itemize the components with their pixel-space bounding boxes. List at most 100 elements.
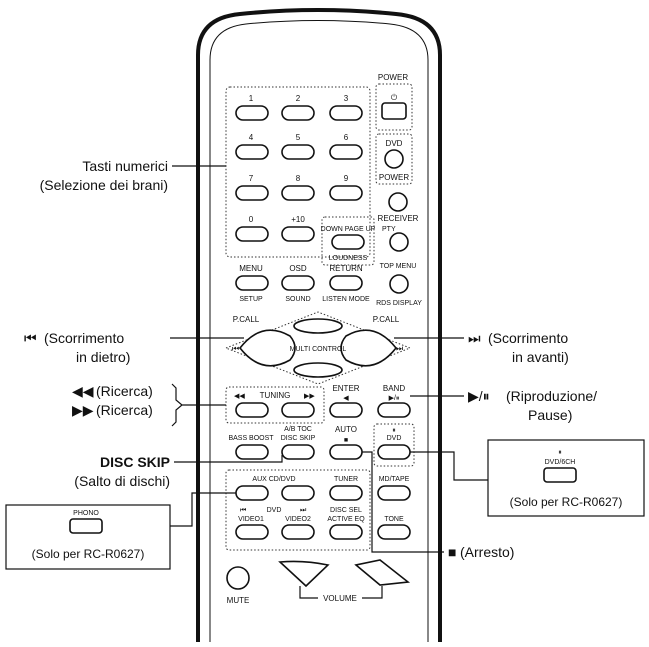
- aux-button[interactable]: [235, 485, 269, 501]
- dvd-power-bottom-label: POWER: [379, 173, 409, 182]
- pcall-left-arrows-icon: ⏮: [232, 344, 239, 353]
- dvd-transport-label: DVD: [267, 507, 282, 514]
- down-page-up-label: DOWN PAGE UP: [321, 226, 376, 233]
- callout-play-pause: (Riproduzione/: [506, 388, 597, 404]
- callout-skip-fwd: (Scorrimento: [488, 330, 568, 346]
- multi-control-down[interactable]: [293, 362, 343, 378]
- volume-down-button[interactable]: [278, 560, 330, 588]
- return-button[interactable]: [329, 275, 363, 291]
- pcall-right-arrows-icon: ⏭: [396, 344, 403, 353]
- bass-boost-button[interactable]: [235, 444, 269, 460]
- callout-play-pause-sub: Pause): [528, 407, 572, 423]
- stop-button[interactable]: [329, 444, 363, 460]
- key-2[interactable]: [281, 105, 315, 121]
- volume-up-button[interactable]: [354, 559, 411, 586]
- key-1[interactable]: [235, 105, 269, 121]
- callout-numeric-keys: Tasti numerici: [82, 158, 168, 174]
- loudness-label: LOUDNESS: [329, 255, 368, 262]
- key-plus10[interactable]: [281, 226, 315, 242]
- osd-button[interactable]: [281, 275, 315, 291]
- menu-button[interactable]: [235, 275, 269, 291]
- lead-inset-left: [170, 492, 236, 527]
- osd-label: OSD: [289, 264, 307, 273]
- inset-right-pause-icon: ⏸: [558, 449, 562, 456]
- inset-left-button[interactable]: [69, 518, 103, 534]
- search-fwd-button[interactable]: [281, 402, 315, 418]
- tone-button[interactable]: [377, 524, 411, 540]
- callout-skip-fwd-sub: in avanti): [512, 349, 569, 365]
- pcall-right-button[interactable]: [340, 329, 398, 367]
- dvd-small-label: DVD: [387, 435, 402, 442]
- enter-button[interactable]: [329, 402, 363, 418]
- multi-control-up[interactable]: [293, 318, 343, 334]
- dvd-button[interactable]: [377, 444, 411, 460]
- callout-skip-fwd-icon: ⏭: [468, 330, 481, 346]
- key-3-label: 3: [344, 94, 349, 103]
- key-0-label: 0: [249, 215, 254, 224]
- remote-body-outline: [196, 8, 442, 642]
- tuner-button[interactable]: [329, 485, 363, 501]
- key-6[interactable]: [329, 144, 363, 160]
- auto-label: AUTO: [335, 425, 357, 434]
- tuning-fwd-icon: ▶▶: [304, 393, 315, 400]
- dvd-power-button[interactable]: [384, 149, 404, 169]
- top-menu-button[interactable]: [389, 274, 409, 294]
- inset-right-button[interactable]: [543, 467, 577, 483]
- tuner-label: TUNER: [334, 476, 358, 483]
- multi-control-frame: [224, 311, 412, 385]
- return-label: RETURN: [329, 264, 363, 273]
- volume-bracket: [299, 586, 383, 599]
- disc-skip-key-label: DISC SKIP: [281, 435, 316, 442]
- lead-stop: [362, 451, 444, 553]
- callout-search-fwd-icon: ▶▶: [72, 402, 94, 418]
- pcall-left-label: P.CALL: [233, 315, 260, 324]
- key-5-label: 5: [296, 133, 301, 142]
- disc-sel-button[interactable]: [329, 524, 363, 540]
- callout-skip-back-sub: in dietro): [76, 349, 130, 365]
- power-button[interactable]: [381, 102, 407, 120]
- stop-icon: ■: [344, 437, 348, 444]
- key-2-label: 2: [296, 94, 301, 103]
- receiver-button[interactable]: [388, 192, 408, 212]
- callout-disc-skip-sub: (Salto di dischi): [74, 473, 170, 489]
- key-plus10-label: +10: [291, 215, 305, 224]
- volume-label: VOLUME: [323, 594, 357, 603]
- pcall-left-button[interactable]: [238, 329, 296, 367]
- pty-button[interactable]: [389, 232, 409, 252]
- key-9[interactable]: [329, 185, 363, 201]
- key-8[interactable]: [281, 185, 315, 201]
- key-4[interactable]: [235, 144, 269, 160]
- rds-display-label: RDS DISPLAY: [376, 300, 422, 307]
- callout-search-back-icon: ◀◀: [72, 383, 94, 399]
- pty-label: PTY: [382, 226, 396, 233]
- key-0[interactable]: [235, 226, 269, 242]
- numeric-keypad-frame: [225, 86, 371, 258]
- callout-numeric-keys-sub: (Selezione dei brani): [40, 177, 168, 193]
- key-3[interactable]: [329, 105, 363, 121]
- tone-label: TONE: [384, 516, 404, 523]
- callout-stop: (Arresto): [460, 544, 514, 560]
- key-5[interactable]: [281, 144, 315, 160]
- multi-control-label: MULTI CONTROL: [290, 346, 347, 353]
- md-tape-button[interactable]: [377, 485, 411, 501]
- dvd-pause-icon: ⏸: [392, 427, 396, 434]
- callout-skip-back-icon: ⏮: [24, 330, 37, 346]
- callout-play-pause-icon: ▶/⏸: [468, 388, 490, 404]
- dvd-transport-fwd-icon: ⏭: [300, 507, 307, 514]
- band-play-pause-button[interactable]: [377, 402, 411, 418]
- cd-dvd-button[interactable]: [281, 485, 315, 501]
- key-7[interactable]: [235, 185, 269, 201]
- search-back-button[interactable]: [235, 402, 269, 418]
- disc-skip-button[interactable]: [281, 444, 315, 460]
- video1-button[interactable]: [235, 524, 269, 540]
- disc-sel-label: DISC SEL: [330, 507, 362, 514]
- page-frame: [321, 216, 375, 266]
- video1-label: VIDEO1: [238, 516, 264, 523]
- video2-button[interactable]: [281, 524, 315, 540]
- callout-skip-back: (Scorrimento: [44, 330, 124, 346]
- mute-button[interactable]: [226, 566, 250, 590]
- top-menu-label: TOP MENU: [380, 263, 417, 270]
- page-down-up-button[interactable]: [331, 234, 365, 250]
